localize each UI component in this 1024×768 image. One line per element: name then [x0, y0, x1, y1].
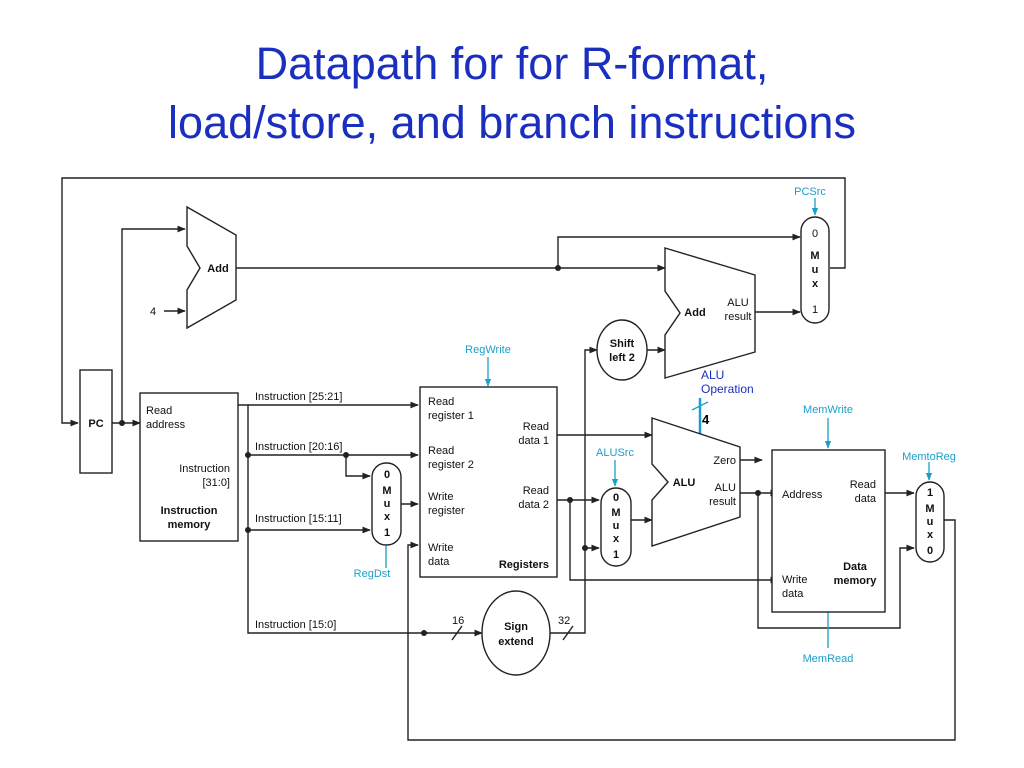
program-counter: PC [79, 369, 113, 474]
branch-adder: Add ALU result [664, 247, 756, 379]
regdst-mux-0: 0 [384, 469, 390, 481]
reg-read-data-2a: Read [523, 485, 549, 497]
memtoreg-mux-1: 1 [927, 487, 933, 499]
memtoreg-signal: MemtoReg [902, 451, 956, 463]
memtoreg-mux-x: x [927, 529, 934, 541]
shift-label-2: left 2 [609, 352, 635, 364]
instruction-fields: Instruction [25:21] Instruction [20:16] … [255, 391, 342, 631]
title-line-2: load/store, and branch instructions [168, 97, 856, 148]
alusrc-mux-1: 1 [613, 549, 619, 561]
memread-signal: MemRead [803, 653, 854, 665]
alu-operation-1: ALU [701, 368, 724, 382]
im-read-1: Read [146, 405, 172, 417]
data-memory: MemWrite Address Read data Write data Da… [771, 404, 886, 665]
slide-title: Datapath for for R-format, load/store, a… [0, 34, 1024, 152]
reg-write-register-a: Write [428, 491, 453, 503]
bus-width-16: 16 [452, 615, 464, 627]
branch-adder-label: Add [684, 307, 705, 319]
dm-write-data-b: data [782, 588, 804, 600]
memwrite-signal: MemWrite [803, 404, 853, 416]
reg-read-register-1b: register 1 [428, 410, 474, 422]
im-name-1: Instruction [161, 505, 218, 517]
reg-read-register-2b: register 2 [428, 459, 474, 471]
regdst-mux-u: u [384, 498, 391, 510]
pc-adder: Add 4 [150, 205, 237, 330]
im-instr-1: Instruction [179, 463, 230, 475]
alu-result-1: ALU [715, 482, 736, 494]
pcsrc-mux: 0 M u x 1 PCSrc [794, 186, 830, 324]
sign-extend-1: Sign [504, 621, 528, 633]
wires [61, 177, 956, 741]
memtoreg-mux-u: u [927, 516, 934, 528]
control-lines [385, 198, 933, 648]
regwrite-signal: RegWrite [465, 344, 511, 356]
branch-adder-result-2: result [725, 311, 752, 323]
im-read-2: address [146, 419, 186, 431]
alusrc-mux: 0 M u x 1 ALUSrc [596, 447, 634, 567]
alu-result-2: result [709, 496, 736, 508]
dm-name-1: Data [843, 561, 868, 573]
alusrc-mux-x: x [613, 533, 620, 545]
constant-four: 4 [150, 306, 156, 318]
reg-read-data-1a: Read [523, 421, 549, 433]
memtoreg-mux: 1 M u x 0 MemtoReg [902, 451, 956, 563]
im-instr-2: [31:0] [202, 477, 230, 489]
sign-extend: Sign extend 16 32 [452, 590, 570, 676]
title-line-1: Datapath for for R-format, [255, 38, 769, 89]
junctions [119, 265, 761, 636]
pcsrc-signal: PCSrc [794, 186, 826, 198]
dm-name-2: memory [834, 575, 878, 587]
alusrc-mux-0: 0 [613, 492, 619, 504]
regdst-mux-m: M [382, 485, 391, 497]
reg-write-data-b: data [428, 556, 450, 568]
dm-write-data-a: Write [782, 574, 807, 586]
im-name-2: memory [168, 519, 212, 531]
alu: ALU Zero ALU result ALU Operation 4 [651, 368, 754, 547]
branch-adder-result-1: ALU [727, 297, 748, 309]
regdst-mux-1: 1 [384, 527, 390, 539]
shift-label-1: Shift [610, 338, 635, 350]
instruction-memory: Read address Instruction [31:0] Instruct… [139, 392, 239, 542]
pcsrc-mux-1: 1 [812, 304, 818, 316]
pc-adder-label: Add [207, 263, 228, 275]
dm-read-data-b: data [855, 493, 877, 505]
alusrc-signal: ALUSrc [596, 447, 634, 459]
alu-operation-width: 4 [702, 412, 710, 427]
regdst-mux: 0 M u x 1 RegDst [354, 462, 402, 580]
alu-operation-2: Operation [701, 382, 754, 396]
alu-label: ALU [673, 477, 696, 489]
regdst-signal: RegDst [354, 568, 391, 580]
pc-label: PC [88, 418, 103, 430]
bus-width-32: 32 [558, 615, 570, 627]
reg-read-data-2b: data 2 [518, 499, 549, 511]
dm-address: Address [782, 489, 823, 501]
field-15-0: Instruction [15:0] [255, 619, 336, 631]
reg-write-register-b: register [428, 505, 465, 517]
field-25-21: Instruction [25:21] [255, 391, 342, 403]
dm-read-data-a: Read [850, 479, 876, 491]
reg-read-data-1b: data 1 [518, 435, 549, 447]
pcsrc-mux-x: x [812, 278, 819, 290]
reg-write-data-a: Write [428, 542, 453, 554]
sign-extend-2: extend [498, 636, 533, 648]
field-20-16: Instruction [20:16] [255, 441, 342, 453]
alusrc-mux-m: M [611, 507, 620, 519]
alu-zero: Zero [713, 455, 736, 467]
regdst-mux-x: x [384, 511, 391, 523]
shift-left-2: Shift left 2 [596, 319, 648, 381]
pcsrc-mux-m: M [810, 250, 819, 262]
pcsrc-mux-0: 0 [812, 228, 818, 240]
memtoreg-mux-m: M [925, 503, 934, 515]
reg-read-register-1a: Read [428, 396, 454, 408]
register-file: RegWrite Read register 1 Read register 2… [419, 344, 558, 578]
pcsrc-mux-u: u [812, 264, 819, 276]
field-15-11: Instruction [15:11] [255, 513, 342, 525]
reg-read-register-2a: Read [428, 445, 454, 457]
memtoreg-mux-0: 0 [927, 545, 933, 557]
alusrc-mux-u: u [613, 520, 620, 532]
registers-name: Registers [499, 559, 549, 571]
